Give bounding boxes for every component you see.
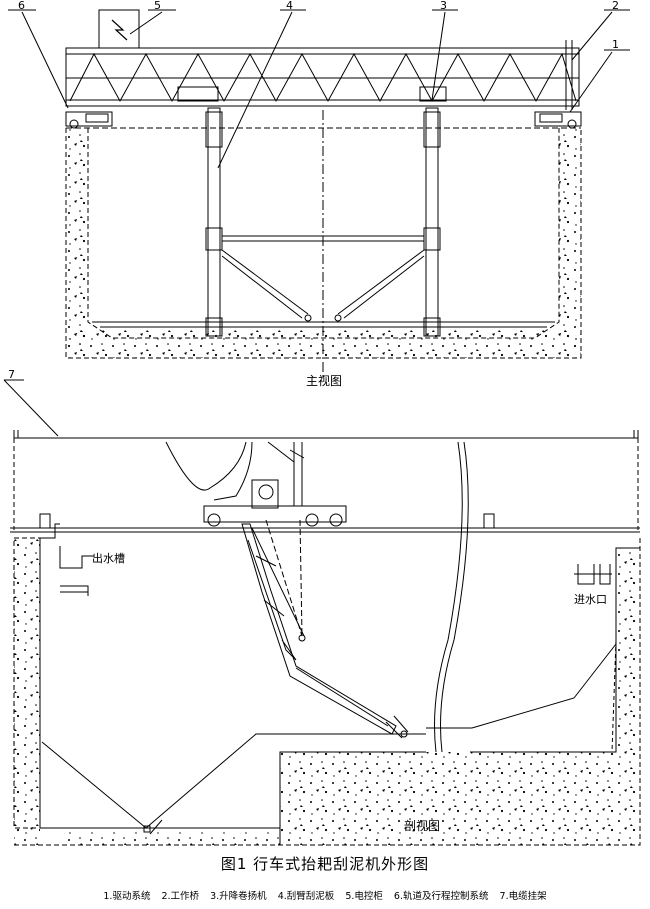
front-view-title: 主视图 — [306, 374, 343, 388]
callout-3: 3 — [440, 0, 447, 12]
legend-item-7: 7.电缆挂架 — [499, 891, 547, 902]
legend-item-3: 3.升降卷扬机 — [210, 891, 267, 902]
callout-1: 1 — [612, 38, 619, 51]
legend-item-4: 4.刮臂刮泥板 — [277, 891, 335, 902]
left-end-carriage — [65, 111, 113, 127]
trolley — [203, 505, 347, 523]
electric-cabinet — [98, 9, 140, 49]
callout-7: 7 — [8, 368, 15, 381]
callout-5: 5 — [154, 0, 161, 12]
legend-item-2: 2.工作桥 — [161, 891, 200, 902]
outlet-trough-label: 出水槽 — [92, 552, 125, 565]
scraper-arm — [241, 523, 397, 735]
right-hoist-column — [425, 107, 439, 337]
left-hoist-column — [207, 107, 221, 337]
cable — [434, 441, 463, 753]
section-view-title: 剖视图 — [404, 819, 441, 833]
work-bridge-truss — [65, 47, 580, 107]
front-left-wall — [66, 128, 88, 350]
legend-item-6: 6.轨道及行程控制系统 — [393, 891, 489, 902]
front-right-wall — [559, 128, 581, 350]
tank-concrete — [14, 538, 640, 845]
legend-item-5: 5.电控柜 — [345, 891, 383, 902]
section-view — [3, 379, 641, 846]
callout-2: 2 — [612, 0, 619, 12]
front-view — [8, 9, 630, 380]
figure-caption: 图1 行车式抬耙刮泥机外形图 — [220, 855, 430, 873]
legend-item-1: 1.驱动系统 — [103, 891, 151, 902]
callout-6: 6 — [18, 0, 25, 12]
figure-legend: 1.驱动系统 2.工作桥 3.升降卷扬机 4.刮臂刮泥板 5.电控柜 6.轨道及… — [0, 888, 650, 902]
inlet-label: 进水口 — [574, 593, 607, 606]
callout-4: 4 — [286, 0, 293, 12]
right-end-carriage — [534, 111, 582, 127]
